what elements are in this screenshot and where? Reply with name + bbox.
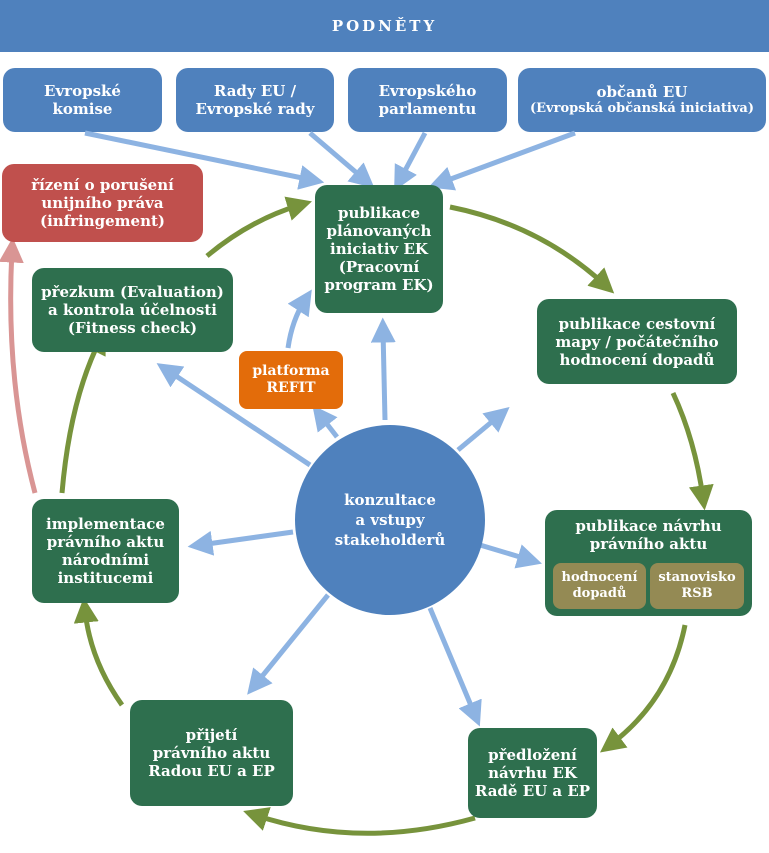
evaluation-box: přezkum (Evaluation) a kontrola účelnost… xyxy=(32,268,233,352)
source-european-commission: Evropské komise xyxy=(3,68,162,132)
infringement-label: řízení o porušení unijního práva (infrin… xyxy=(31,176,174,230)
arrow-to-evaluation xyxy=(156,363,312,468)
roadmap-label: publikace cestovní mapy / počátečního ho… xyxy=(555,314,719,369)
consultation-circle: konzultace a vstupy stakeholderů xyxy=(295,425,485,615)
evaluation-label: přezkum (Evaluation) a kontrola účelnost… xyxy=(41,283,224,337)
arrow-council xyxy=(308,131,375,189)
arrow-citizens xyxy=(428,130,576,191)
arrow-to-roadmap xyxy=(456,406,510,452)
source-label: Evropského parlamentu xyxy=(378,82,477,118)
impact-assessment-label: hodnocení dopadů xyxy=(561,570,638,601)
arrow-implementation-to-evaluation xyxy=(59,328,106,494)
source-label: Rady EU / Evropské rady xyxy=(195,82,315,118)
implementation-box: implementace právního aktu národními ins… xyxy=(32,499,179,603)
source-eu-citizens: občanů EU (Evropská občanská iniciativa) xyxy=(518,68,766,132)
consultation-label: konzultace a vstupy stakeholderů xyxy=(334,490,446,550)
source-label: občanů EU xyxy=(596,83,688,102)
submission-label: předložení návrhu EK Radě EU a EP xyxy=(474,746,591,800)
arrow-evaluation-to-workprogramme xyxy=(205,196,312,258)
work-programme-box: publikace plánovaných iniciativ EK (Prac… xyxy=(315,185,443,313)
rsb-opinion-box: stanovisko RSB xyxy=(650,563,744,609)
arrow-workprogramme-to-roadmap xyxy=(449,204,615,294)
source-label: Evropské komise xyxy=(44,82,121,118)
arrow-to-refit xyxy=(312,405,339,439)
arrow-to-workprogramme xyxy=(370,317,396,421)
source-eu-council: Rady EU / Evropské rady xyxy=(176,68,334,132)
arrow-to-adoption xyxy=(247,593,330,695)
arrow-to-implementation xyxy=(187,529,294,556)
source-european-parliament: Evropského parlamentu xyxy=(348,68,507,132)
implementation-label: implementace právního aktu národními ins… xyxy=(46,515,165,587)
refit-label: platforma REFIT xyxy=(252,363,330,396)
source-sublabel: (Evropská občanská iniciativa) xyxy=(529,101,754,117)
podnety-header: PODNĚTY xyxy=(0,0,769,52)
arrow-proposal-to-submission xyxy=(600,624,688,753)
arrow-implementation-to-infringement xyxy=(0,237,38,494)
impact-assessment-box: hodnocení dopadů xyxy=(553,563,646,609)
arrow-roadmap-to-proposal xyxy=(670,391,714,511)
arrow-adoption-to-implementation xyxy=(73,597,125,707)
proposal-label: publikace návrhu právního aktu xyxy=(575,517,722,553)
arrow-refit-up xyxy=(285,289,312,349)
arrow-to-submission xyxy=(427,607,482,727)
submission-box: předložení návrhu EK Radě EU a EP xyxy=(468,728,597,818)
arrow-parliament xyxy=(394,131,428,192)
arrow-submission-to-adoption xyxy=(243,807,476,836)
arrow-commission xyxy=(84,130,325,190)
proposal-box: publikace návrhu právního aktu hodnocení… xyxy=(545,510,752,616)
rsb-opinion-label: stanovisko RSB xyxy=(658,570,736,601)
adoption-label: přijetí právního aktu Radou EU a EP xyxy=(148,726,275,780)
infringement-box: řízení o porušení unijního práva (infrin… xyxy=(2,164,203,242)
refit-box: platforma REFIT xyxy=(239,351,343,409)
arrow-to-proposal xyxy=(479,542,542,569)
work-programme-label: publikace plánovaných iniciativ EK (Prac… xyxy=(324,204,434,294)
adoption-box: přijetí právního aktu Radou EU a EP xyxy=(130,700,293,806)
roadmap-box: publikace cestovní mapy / počátečního ho… xyxy=(537,299,737,384)
